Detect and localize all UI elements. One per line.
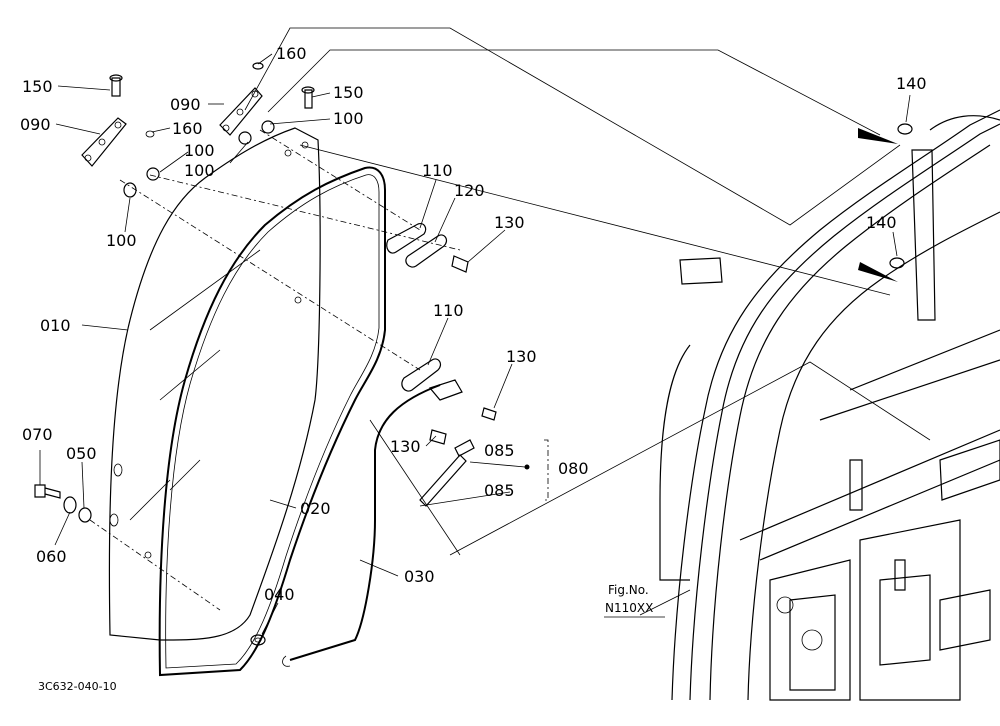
assembly-center-lines [89, 129, 461, 611]
callout-100: 100 [333, 109, 364, 128]
callout-070: 070 [22, 425, 53, 444]
callout-010: 010 [40, 316, 71, 335]
callout-080: 080 [558, 459, 589, 478]
hinge-090-left [81, 74, 127, 167]
rod-030 [282, 384, 441, 667]
callout-140: 140 [866, 213, 897, 232]
hinge-090-right [219, 62, 315, 136]
diagram-code: 3C632-040-10 [38, 680, 117, 693]
washer-040 [250, 634, 266, 646]
bolts-130 [429, 255, 497, 445]
callout-040: 040 [264, 585, 295, 604]
callout-100: 100 [184, 141, 215, 160]
callout-090: 090 [170, 95, 201, 114]
callout-020: 020 [300, 499, 331, 518]
callout-060: 060 [36, 547, 67, 566]
callout-130: 130 [506, 347, 537, 366]
callout-160: 160 [172, 119, 203, 138]
seal-020 [158, 166, 386, 677]
fig-ref-number: N110XX [605, 601, 653, 615]
callout-130: 130 [494, 213, 525, 232]
callout-085: 085 [484, 481, 515, 500]
callout-050: 050 [66, 444, 97, 463]
figure-reference: Fig.No. N110XX [604, 583, 665, 618]
callout-030: 030 [404, 567, 435, 586]
callout-140: 140 [896, 74, 927, 93]
bolt-070 [34, 484, 61, 499]
reference-lines [244, 27, 931, 616]
callout-085: 085 [484, 441, 515, 460]
callout-160: 160 [276, 44, 307, 63]
callout-110: 110 [422, 161, 453, 180]
callout-090: 090 [20, 115, 51, 134]
callout-130: 130 [390, 437, 421, 456]
leader-lines [39, 53, 911, 635]
callout-120: 120 [454, 181, 485, 200]
nut-050 [78, 507, 92, 523]
washers-140 [889, 123, 913, 269]
washer-060 [63, 496, 77, 514]
callout-150: 150 [22, 77, 53, 96]
gas-strut-080 [419, 439, 549, 507]
cab-frame [659, 109, 1000, 701]
callout-labels: 150 090 160 090 150 100 160 100 100 100 … [20, 44, 927, 604]
glass-panel-010 [108, 127, 321, 641]
fig-ref-label: Fig.No. [608, 583, 649, 597]
callout-150: 150 [333, 83, 364, 102]
callout-110: 110 [433, 301, 464, 320]
callout-100: 100 [184, 161, 215, 180]
callout-100: 100 [106, 231, 137, 250]
